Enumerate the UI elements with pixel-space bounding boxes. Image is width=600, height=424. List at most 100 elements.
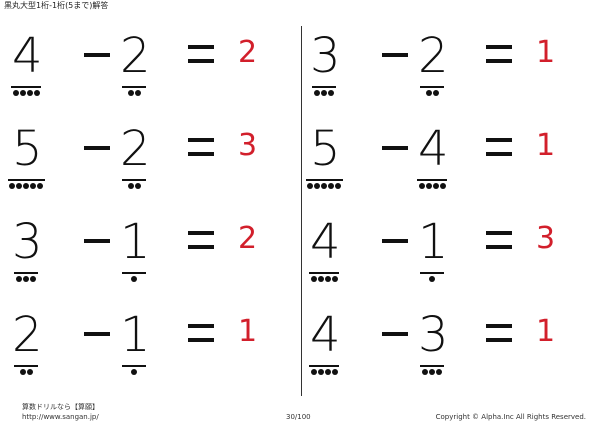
counting-dot <box>439 183 446 189</box>
counting-dot <box>33 90 40 96</box>
counting-dot <box>19 369 26 375</box>
answer-value: 1 <box>536 35 556 70</box>
answer-value: 1 <box>536 314 556 349</box>
counting-dot <box>432 183 439 189</box>
minus-sign <box>84 146 110 150</box>
operand-underline <box>7 179 45 181</box>
problem-operand-minuend: 4 <box>310 307 341 363</box>
operand-underline <box>305 179 343 181</box>
answer-value: 2 <box>238 35 258 70</box>
counting-dots <box>131 276 137 282</box>
counting-dot <box>23 276 29 282</box>
problem-operand-minuend: 2 <box>12 307 43 363</box>
counting-dot <box>429 276 435 282</box>
equals-sign <box>188 231 214 251</box>
counting-dot <box>317 369 324 375</box>
counting-dot <box>30 183 36 189</box>
problem-operand-subtrahend: 1 <box>418 214 449 270</box>
counting-dot <box>9 183 15 189</box>
operand-underline <box>420 86 444 88</box>
problem-row: 3 1 2 <box>10 216 300 309</box>
equals-sign <box>486 231 512 251</box>
counting-dot <box>23 183 29 189</box>
answer-value: 1 <box>238 314 258 349</box>
operand-underline <box>122 86 146 88</box>
problem-operand-subtrahend: 2 <box>120 28 151 84</box>
counting-dot <box>310 276 317 282</box>
counting-dot <box>16 183 22 189</box>
counting-dots <box>314 90 334 96</box>
minus-sign <box>84 332 110 336</box>
counting-dot <box>127 183 134 189</box>
counting-dot <box>131 369 137 375</box>
operand-underline <box>312 86 336 88</box>
problem-operand-subtrahend: 3 <box>418 307 449 363</box>
counting-dot <box>16 276 22 282</box>
counting-dot <box>425 90 432 96</box>
counting-dot <box>432 90 439 96</box>
counting-dots <box>127 183 141 189</box>
counting-dots <box>19 369 33 375</box>
problem-operand-minuend: 3 <box>12 214 43 270</box>
minus-sign <box>382 53 408 57</box>
problem-operand-minuend: 5 <box>310 121 341 177</box>
minus-sign <box>84 239 110 243</box>
answer-value: 2 <box>238 221 258 256</box>
minus-sign <box>382 332 408 336</box>
counting-dot <box>328 183 334 189</box>
operand-underline <box>420 365 444 367</box>
answer-value: 3 <box>238 128 258 163</box>
counting-dot <box>425 183 432 189</box>
problem-operand-subtrahend: 1 <box>120 214 151 270</box>
counting-dot <box>37 183 43 189</box>
counting-dots <box>16 276 36 282</box>
problem-row: 5 2 3 <box>7 121 300 216</box>
counting-dots <box>418 183 446 189</box>
problem-operand-minuend: 4 <box>12 28 43 84</box>
counting-dot <box>127 90 134 96</box>
problem-operand-minuend: 3 <box>310 28 341 84</box>
operand-underline <box>420 272 444 274</box>
counting-dots <box>310 276 338 282</box>
problem-row: 4 3 1 <box>308 309 598 402</box>
operand-underline <box>122 365 146 367</box>
page-number: 30/100 <box>286 413 311 421</box>
column-divider <box>301 26 302 396</box>
counting-dot <box>422 369 428 375</box>
counting-dots <box>9 183 43 189</box>
counting-dot <box>310 369 317 375</box>
counting-dots <box>307 183 341 189</box>
operand-underline <box>417 179 447 181</box>
counting-dots <box>422 369 442 375</box>
counting-dot <box>436 369 442 375</box>
answer-value: 1 <box>536 128 556 163</box>
counting-dots <box>131 369 137 375</box>
counting-dot <box>429 369 435 375</box>
counting-dots <box>310 369 338 375</box>
counting-dot <box>321 90 327 96</box>
equals-sign <box>486 138 512 158</box>
equals-sign <box>188 45 214 65</box>
counting-dot <box>328 90 334 96</box>
problem-operand-minuend: 5 <box>12 121 43 177</box>
equals-sign <box>188 324 214 344</box>
counting-dot <box>335 183 341 189</box>
counting-dot <box>134 90 141 96</box>
counting-dots <box>425 90 439 96</box>
footer-site-name: 算数ドリルなら【算願】 <box>22 403 99 411</box>
counting-dot <box>19 90 26 96</box>
operand-underline <box>11 86 41 88</box>
minus-sign <box>84 53 110 57</box>
minus-sign <box>382 146 408 150</box>
operand-underline <box>14 272 38 274</box>
counting-dot <box>26 369 33 375</box>
operand-underline <box>309 272 339 274</box>
problem-operand-subtrahend: 4 <box>418 121 449 177</box>
counting-dot <box>331 276 338 282</box>
counting-dot <box>131 276 137 282</box>
footer-url-link[interactable]: http://www.sangan.jp/ <box>22 413 99 421</box>
minus-sign <box>382 239 408 243</box>
problem-operand-subtrahend: 2 <box>120 121 151 177</box>
